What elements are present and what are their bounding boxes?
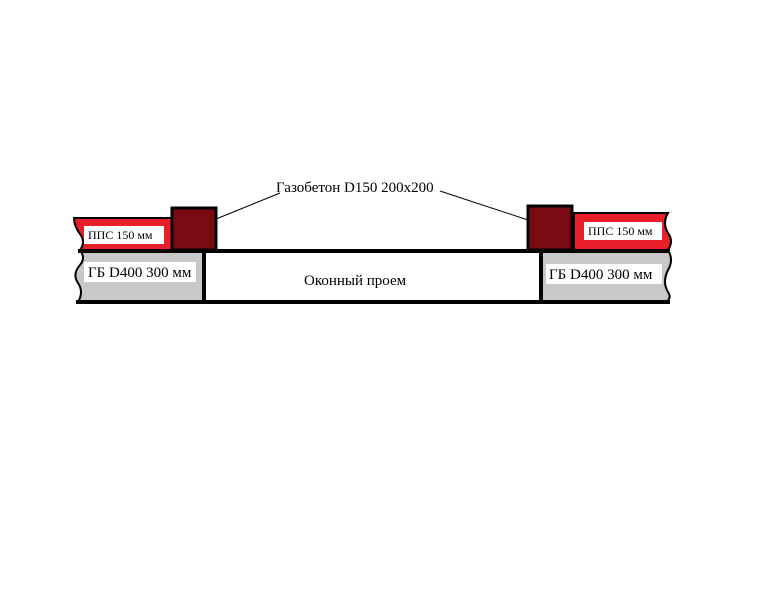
- insulation-right-label: ППС 150 мм: [588, 224, 653, 238]
- wall-right-label-bg: [546, 264, 662, 284]
- aerated-block-label: Газобетон D150 200х200: [276, 180, 434, 196]
- aerated-block-left: [170, 206, 218, 252]
- wall-left-label-bg: [84, 262, 196, 282]
- leader-line-left: [215, 192, 281, 220]
- insulation-right-label-bg: [584, 222, 662, 240]
- wall-right-label: ГБ D400 300 мм: [549, 267, 653, 283]
- leader-line-right: [439, 190, 529, 221]
- aerated-block-right: [526, 204, 574, 252]
- insulation-left-label-bg: [84, 226, 164, 244]
- window-opening-label: Оконный проем: [304, 273, 407, 289]
- insulation-left-label: ППС 150 мм: [88, 228, 153, 242]
- wall-left-label: ГБ D400 300 мм: [88, 265, 192, 281]
